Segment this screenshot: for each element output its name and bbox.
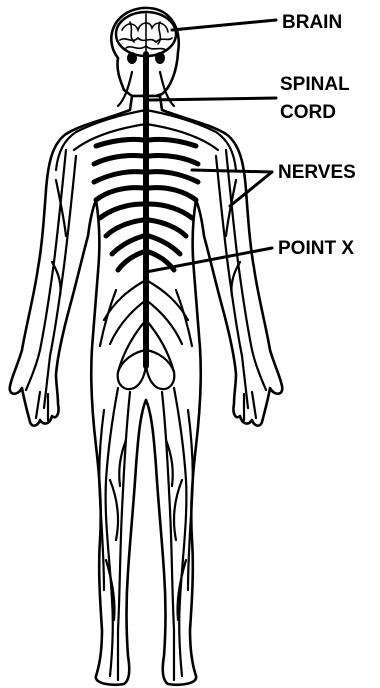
- nerves-leader-upper: [192, 170, 272, 172]
- label-point-x: POINT X: [278, 238, 354, 259]
- spinal-cord-leader: [150, 98, 276, 100]
- label-nerves: NERVES: [278, 162, 356, 183]
- brain-leader: [172, 20, 276, 30]
- labels: BRAIN SPINAL CORD NERVES POINT X: [278, 12, 356, 259]
- label-brain: BRAIN: [282, 12, 342, 33]
- label-spinal-cord-line2: CORD: [280, 102, 336, 123]
- label-spinal-cord-line1: SPINAL: [280, 74, 350, 95]
